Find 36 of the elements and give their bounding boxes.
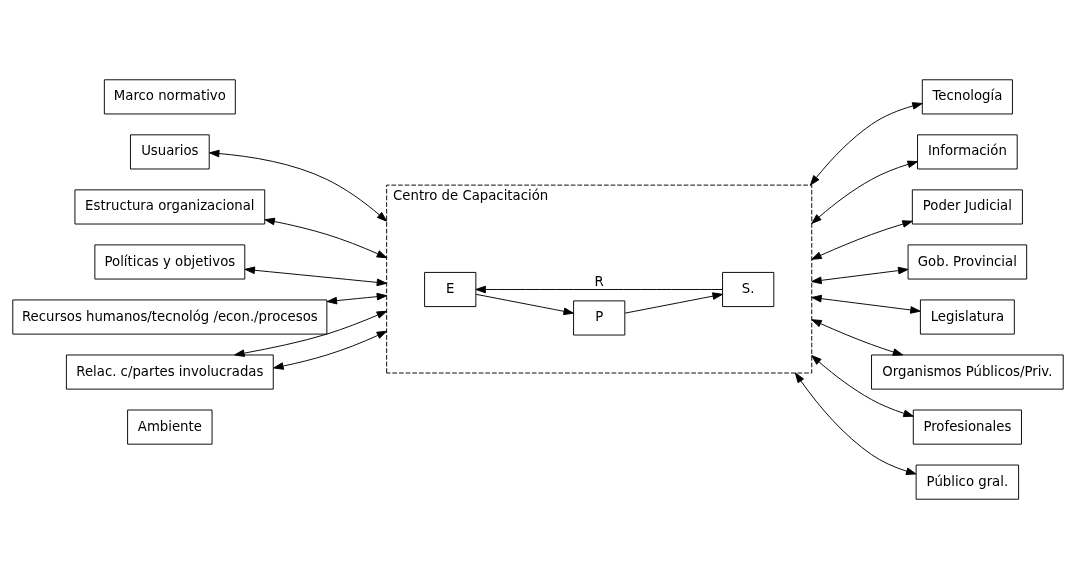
node-box: Ambiente — [127, 409, 213, 445]
node-box: Relac. c/partes involucradas — [65, 354, 274, 390]
arrow — [273, 330, 388, 370]
arrow — [326, 292, 388, 304]
node-box: Gob. Provincial — [907, 243, 1028, 280]
node-box: Recursos humanos/tecnológ /econ./procesos — [12, 298, 328, 335]
arrow — [811, 219, 913, 260]
node-box: Poder Judicial — [911, 188, 1023, 224]
node-box: Políticas y objetivos — [94, 243, 246, 280]
arrow — [794, 372, 917, 475]
node-box: Estructura organizacional — [74, 188, 266, 224]
node-box: Público gral. — [915, 464, 1020, 500]
edge-label: R — [594, 273, 604, 289]
arrow — [811, 294, 921, 314]
arrow — [209, 149, 388, 222]
node-box: Legislatura — [919, 298, 1015, 335]
arrow — [809, 101, 923, 186]
arrow — [811, 354, 914, 417]
arrow — [244, 265, 388, 286]
arrow — [811, 318, 904, 356]
node-box: E — [424, 271, 477, 307]
node-box: Usuarios — [129, 133, 210, 169]
arrow — [475, 285, 723, 293]
arrow — [811, 160, 918, 224]
arrow — [264, 217, 388, 258]
node-box: Organismos Públicos/Priv. — [871, 354, 1064, 390]
node-box: Tecnología — [921, 78, 1013, 114]
node-box: P — [573, 299, 626, 336]
arrow — [475, 293, 574, 315]
node-box: Marco normativo — [103, 78, 236, 114]
node-box: Información — [917, 133, 1018, 169]
arrow — [234, 310, 388, 357]
arrow — [811, 266, 909, 284]
node-box: Profesionales — [912, 409, 1022, 445]
node-box: S. — [722, 271, 775, 307]
arrow — [624, 291, 723, 314]
